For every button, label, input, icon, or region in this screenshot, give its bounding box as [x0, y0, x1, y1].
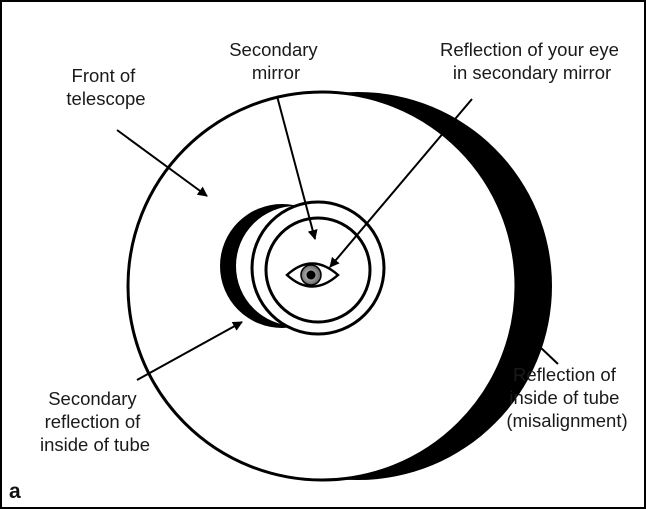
tube-reflection-label: Reflection of inside of tube (misalignme…	[506, 364, 627, 431]
secondary-reflection-label: Secondary reflection of inside of tube	[40, 388, 150, 455]
panel-letter: a	[9, 480, 21, 503]
